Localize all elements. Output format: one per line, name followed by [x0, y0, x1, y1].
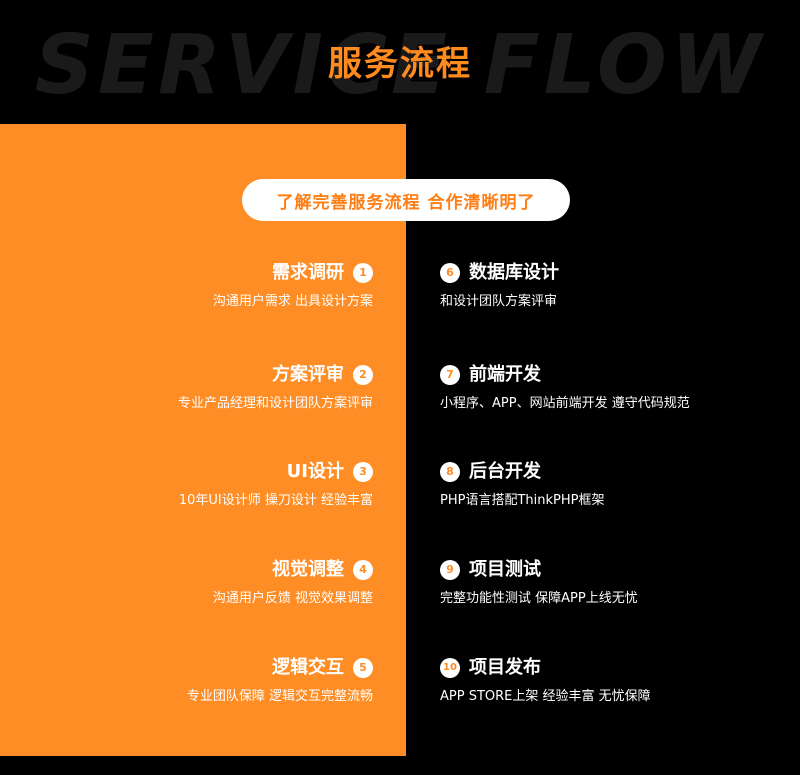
step-number-badge: 8 — [440, 462, 460, 482]
page-title: 服务流程 — [328, 44, 472, 84]
step-item: 6 数据库设计 和设计团队方案评审 — [440, 262, 559, 310]
step-title: 方案评审 — [272, 364, 344, 385]
step-title: 前端开发 — [469, 364, 541, 385]
step-description: 和设计团队方案评审 — [440, 294, 558, 309]
step-item: UI设计 3 10年UI设计师 操刀设计 经验丰富 — [179, 461, 373, 509]
step-number-badge: 10 — [440, 658, 460, 678]
step-number-badge: 7 — [440, 365, 460, 385]
step-title: 项目发布 — [469, 657, 541, 678]
step-description: APP STORE上架 经验丰富 无忧保障 — [440, 689, 651, 704]
step-title: UI设计 — [286, 461, 344, 482]
step-description: 小程序、APP、网站前端开发 遵守代码规范 — [440, 396, 690, 411]
step-description: 专业团队保障 逻辑交互完整流畅 — [186, 689, 373, 704]
step-item: 需求调研 1 沟通用户需求 出具设计方案 — [213, 262, 373, 310]
step-description: 10年UI设计师 操刀设计 经验丰富 — [178, 493, 373, 508]
step-number-badge: 4 — [353, 560, 373, 580]
subtitle-pill-text: 了解完善服务流程 合作清晰明了 — [276, 192, 536, 213]
step-item: 10 项目发布 APP STORE上架 经验丰富 无忧保障 — [440, 657, 651, 705]
step-number-badge: 2 — [353, 365, 373, 385]
step-description: 沟通用户反馈 视觉效果调整 — [212, 591, 373, 606]
step-item: 视觉调整 4 沟通用户反馈 视觉效果调整 — [213, 559, 373, 607]
step-title: 数据库设计 — [469, 262, 559, 283]
orange-panel — [0, 124, 406, 756]
step-number-badge: 3 — [353, 462, 373, 482]
step-item: 方案评审 2 专业产品经理和设计团队方案评审 — [178, 364, 373, 412]
step-number-badge: 1 — [353, 263, 373, 283]
step-description: 专业产品经理和设计团队方案评审 — [177, 396, 373, 411]
step-item: 9 项目测试 完整功能性测试 保障APP上线无忧 — [440, 559, 638, 607]
step-title: 后台开发 — [469, 461, 541, 482]
step-title: 逻辑交互 — [272, 657, 344, 678]
background-watermark-text: SERVICE FLOW — [34, 18, 766, 113]
step-item: 逻辑交互 5 专业团队保障 逻辑交互完整流畅 — [187, 657, 373, 705]
step-description: 完整功能性测试 保障APP上线无忧 — [440, 591, 638, 606]
step-title: 视觉调整 — [272, 559, 344, 580]
step-item: 8 后台开发 PHP语言搭配ThinkPHP框架 — [440, 461, 604, 509]
step-description: PHP语言搭配ThinkPHP框架 — [440, 493, 605, 508]
step-number-badge: 6 — [440, 263, 460, 283]
step-title: 项目测试 — [469, 559, 541, 580]
step-item: 7 前端开发 小程序、APP、网站前端开发 遵守代码规范 — [440, 364, 690, 412]
step-number-badge: 5 — [353, 658, 373, 678]
subtitle-pill: 了解完善服务流程 合作清晰明了 — [242, 179, 570, 221]
step-description: 沟通用户需求 出具设计方案 — [212, 294, 373, 309]
step-number-badge: 9 — [440, 560, 460, 580]
step-title: 需求调研 — [272, 262, 344, 283]
